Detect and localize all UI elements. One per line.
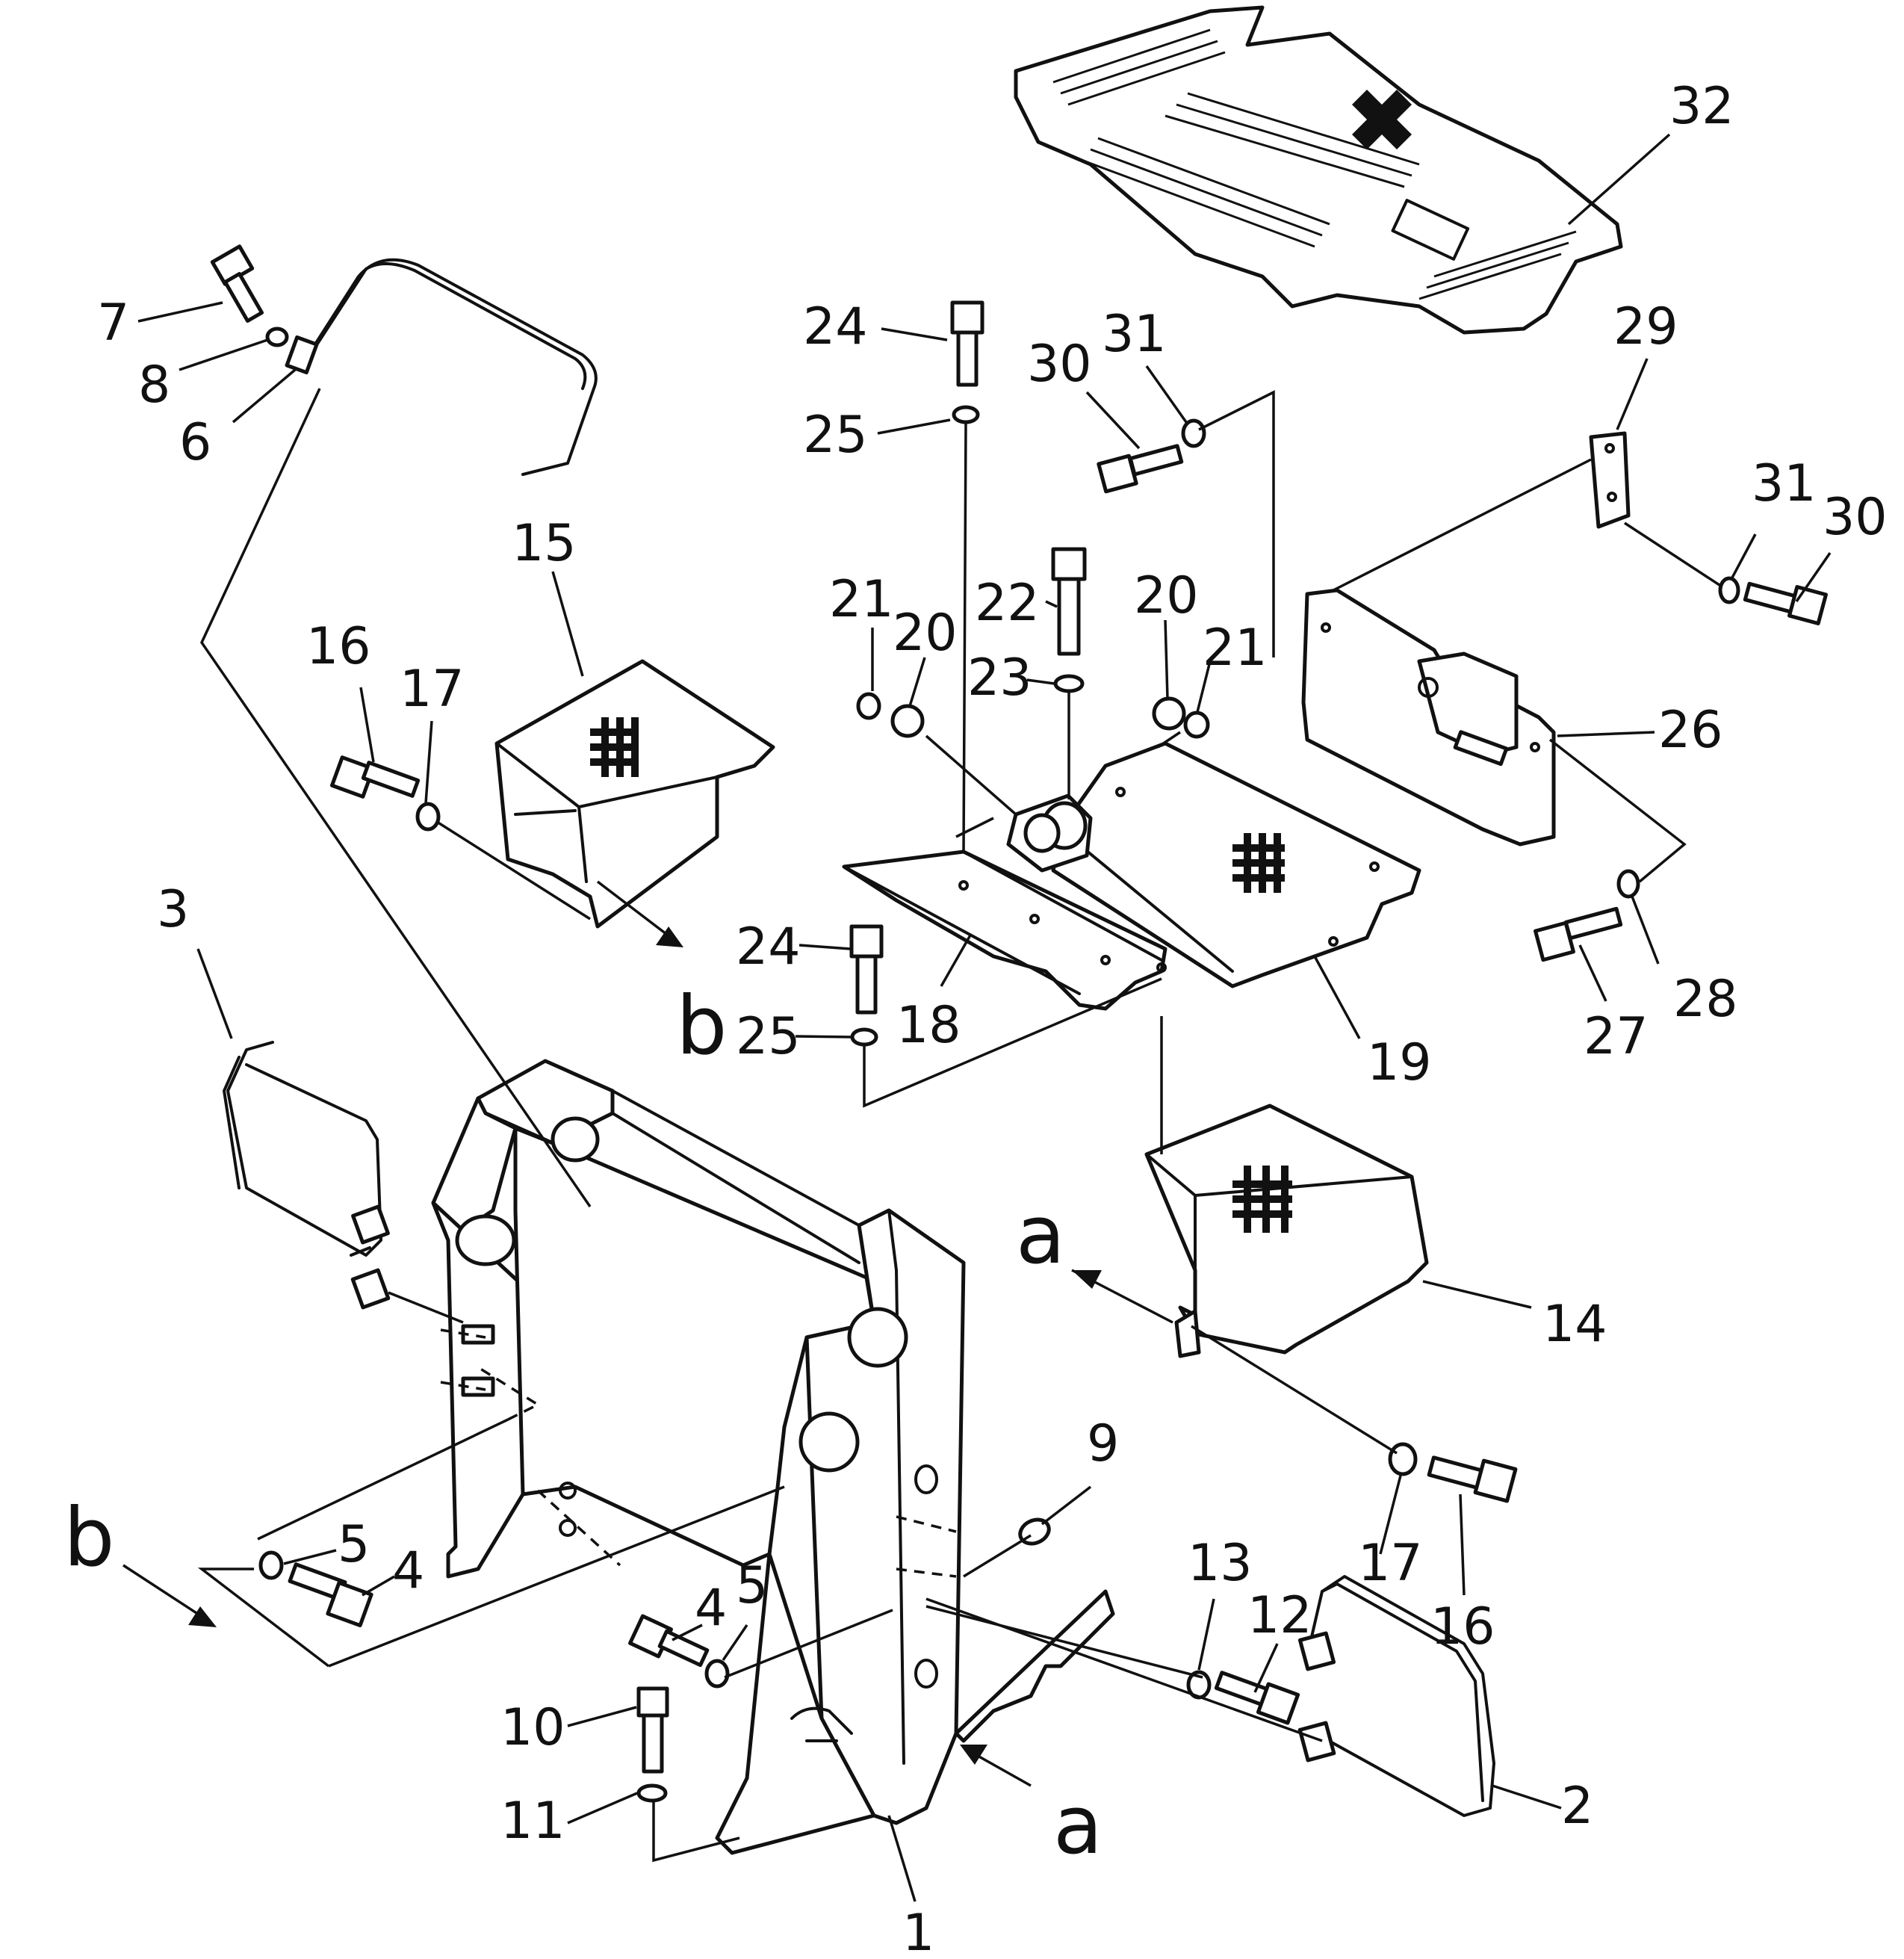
callout-12: 12 <box>1247 1586 1312 1645</box>
washer-17-lower-part <box>1388 1442 1418 1476</box>
washer-23-part <box>1053 674 1085 693</box>
callout-25-lower: 25 <box>736 1007 801 1066</box>
bolt-4-middle-part <box>628 1614 710 1668</box>
bushing-20-right-part <box>1152 696 1186 731</box>
bushing-20-left-part <box>890 704 925 738</box>
washer-25-lower-part <box>850 1027 878 1047</box>
washer-17-upper-part <box>415 802 441 832</box>
callout-19: 19 <box>1367 1033 1432 1092</box>
view-marker-a-lower: a <box>1053 1779 1103 1872</box>
callout-2: 2 <box>1561 1777 1593 1836</box>
floor-plate-19-part <box>1051 741 1421 988</box>
floor-mat-part <box>1014 5 1623 335</box>
rear-cover-part <box>494 659 775 929</box>
bolt-16-upper-part <box>329 755 421 799</box>
callout-17-lower: 17 <box>1358 1534 1423 1593</box>
seat-bracket-26-part <box>1301 588 1556 847</box>
washer-31-right-part <box>1718 576 1740 604</box>
callout-22: 22 <box>975 574 1040 633</box>
callout-17-upper: 17 <box>400 660 465 719</box>
grab-handle-2-part <box>1297 1575 1495 1817</box>
callout-5-left: 5 <box>338 1515 370 1574</box>
callout-5-middle: 5 <box>736 1556 768 1615</box>
washer-31-upper-part <box>1181 418 1206 448</box>
callout-10: 10 <box>500 1698 565 1757</box>
callout-3: 3 <box>157 880 189 939</box>
callout-20-left: 20 <box>893 604 958 663</box>
bolt-30-upper-part <box>1097 444 1184 494</box>
callout-11: 11 <box>500 1792 565 1851</box>
bolt-30-right-part <box>1743 581 1828 625</box>
grab-handle-3-part <box>223 1041 391 1310</box>
bolt-24-upper-part <box>950 300 984 387</box>
callout-16-upper: 16 <box>306 617 371 676</box>
floor-plate-18-part <box>842 849 1167 1011</box>
callout-7: 7 <box>97 294 129 353</box>
callout-6: 6 <box>179 413 211 472</box>
pivot-bracket-part <box>1006 793 1093 873</box>
handrail-part <box>285 258 598 476</box>
side-cover-14-part <box>1144 1104 1429 1358</box>
callout-21-left: 21 <box>829 570 894 629</box>
callout-18: 18 <box>896 996 961 1055</box>
bushing-21-right-part <box>1183 711 1210 739</box>
bolt-12-part <box>1214 1671 1300 1725</box>
callout-31-upper: 31 <box>1102 305 1167 364</box>
bolt-10-part <box>636 1686 669 1774</box>
bolt-24-lower-part <box>849 924 884 1015</box>
bracket-29-part <box>1589 431 1631 529</box>
callout-28: 28 <box>1673 970 1738 1029</box>
washer-11-part <box>636 1783 668 1803</box>
callout-30-upper: 30 <box>1027 335 1092 394</box>
bolt-7-part <box>210 244 264 323</box>
callout-4-middle: 4 <box>695 1579 727 1638</box>
bolt-22-part <box>1051 547 1087 656</box>
bolt-4-left-part <box>288 1562 373 1628</box>
washer-5-left-part <box>258 1550 284 1580</box>
callout-16-lower: 16 <box>1430 1597 1495 1656</box>
callout-15: 15 <box>512 514 577 573</box>
callout-29: 29 <box>1613 297 1678 356</box>
washer-28-part <box>1616 869 1640 899</box>
view-marker-b-upper: b <box>676 980 728 1073</box>
callout-21-right: 21 <box>1203 619 1268 678</box>
callout-14: 14 <box>1542 1295 1607 1354</box>
callout-9: 9 <box>1087 1414 1119 1473</box>
view-markers: a a b b <box>63 980 1103 1872</box>
callout-32: 32 <box>1669 77 1734 136</box>
callout-25-upper: 25 <box>803 406 868 465</box>
washer-25-upper-part <box>952 405 980 424</box>
callout-labels: 7 8 6 32 24 25 30 31 29 31 30 15 16 17 2… <box>97 77 1888 1959</box>
callout-24-lower: 24 <box>736 917 801 977</box>
callout-13: 13 <box>1188 1534 1253 1593</box>
callout-30-right: 30 <box>1823 488 1888 547</box>
callout-20-right: 20 <box>1134 566 1199 625</box>
bolt-27-part <box>1534 906 1623 962</box>
callout-26: 26 <box>1658 701 1723 760</box>
callout-8: 8 <box>138 356 170 415</box>
leader-lines <box>123 133 1832 1902</box>
callout-24-upper: 24 <box>803 297 868 356</box>
callout-23: 23 <box>967 649 1032 708</box>
callout-27: 27 <box>1584 1007 1649 1066</box>
callout-4-left: 4 <box>392 1541 424 1600</box>
bushing-21-left-part <box>856 692 881 720</box>
callout-1: 1 <box>902 1904 934 1959</box>
washer-5-middle-part <box>704 1659 730 1689</box>
callout-31-right: 31 <box>1752 454 1817 513</box>
view-marker-b-lower: b <box>63 1491 115 1585</box>
view-marker-a-upper: a <box>1016 1189 1065 1282</box>
bolt-16-lower-part <box>1427 1455 1518 1503</box>
washer-8-part <box>265 326 289 347</box>
